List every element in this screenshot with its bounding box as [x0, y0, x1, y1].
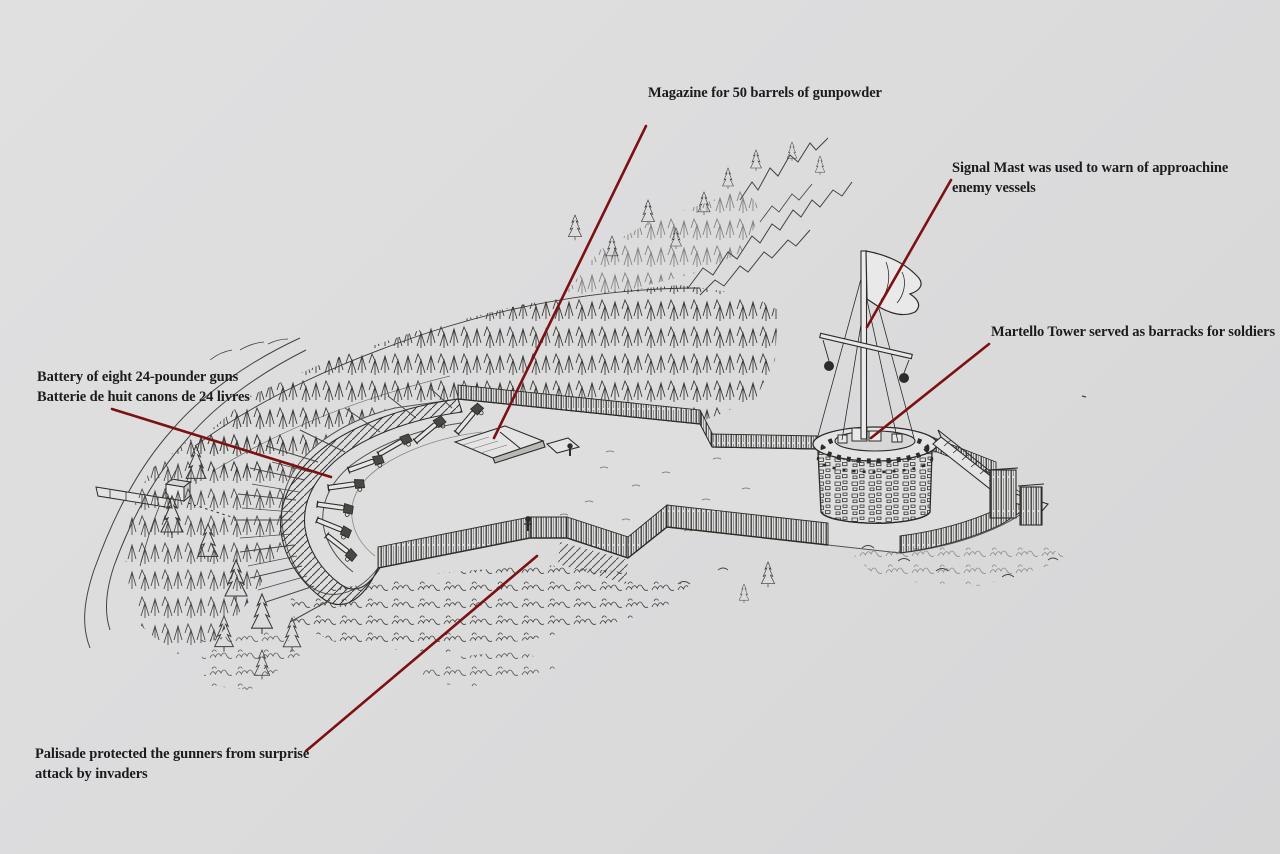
label-martello-tower-line1: Martello Tower served as barracks for so… [991, 324, 1276, 340]
magazine-drawing [453, 425, 581, 464]
label-palisade-line2: attack by invaders [35, 766, 148, 782]
callout-line-magazine [492, 124, 648, 440]
label-magazine-line1: Magazine for 50 barrels of gunpowder [648, 85, 882, 101]
callout-line-signal-mast [865, 178, 953, 329]
forest-drawing [125, 188, 778, 655]
callout-line-palisade [304, 554, 539, 753]
callout-line-martello-tower [869, 342, 991, 440]
foreground-scrub [200, 395, 1087, 690]
figure-drawings [524, 443, 573, 531]
label-battery: Battery of eight 24-pounder guns Batteri… [37, 367, 250, 407]
ramp-and-gate-drawing [932, 429, 1049, 526]
signal-ball-left [824, 361, 834, 371]
signal-ball-right [899, 373, 909, 383]
callout-lines [110, 124, 991, 753]
label-signal-mast: Signal Mast was used to warn of approach… [952, 158, 1228, 198]
label-battery-line1: Battery of eight 24-pounder guns [37, 369, 239, 385]
callout-line-battery [110, 407, 333, 479]
battery-rampart [234, 387, 483, 623]
label-palisade: Palisade protected the gunners from surp… [35, 744, 309, 784]
label-martello-tower: Martello Tower served as barracks for so… [991, 322, 1275, 342]
signal-mast-drawing [817, 250, 922, 443]
label-battery-line2: Batterie de huit canons de 24 livres [37, 389, 250, 405]
martello-tower-drawing [812, 426, 938, 524]
yard-arm [819, 332, 913, 360]
label-magazine: Magazine for 50 barrels of gunpowder [648, 83, 882, 103]
hills-drawing [687, 137, 853, 296]
label-palisade-line1: Palisade protected the gunners from surp… [35, 746, 310, 762]
label-signal-mast-line1: Signal Mast was used to warn of approach… [952, 160, 1229, 176]
label-signal-mast-line2: enemy vessels [952, 180, 1036, 196]
